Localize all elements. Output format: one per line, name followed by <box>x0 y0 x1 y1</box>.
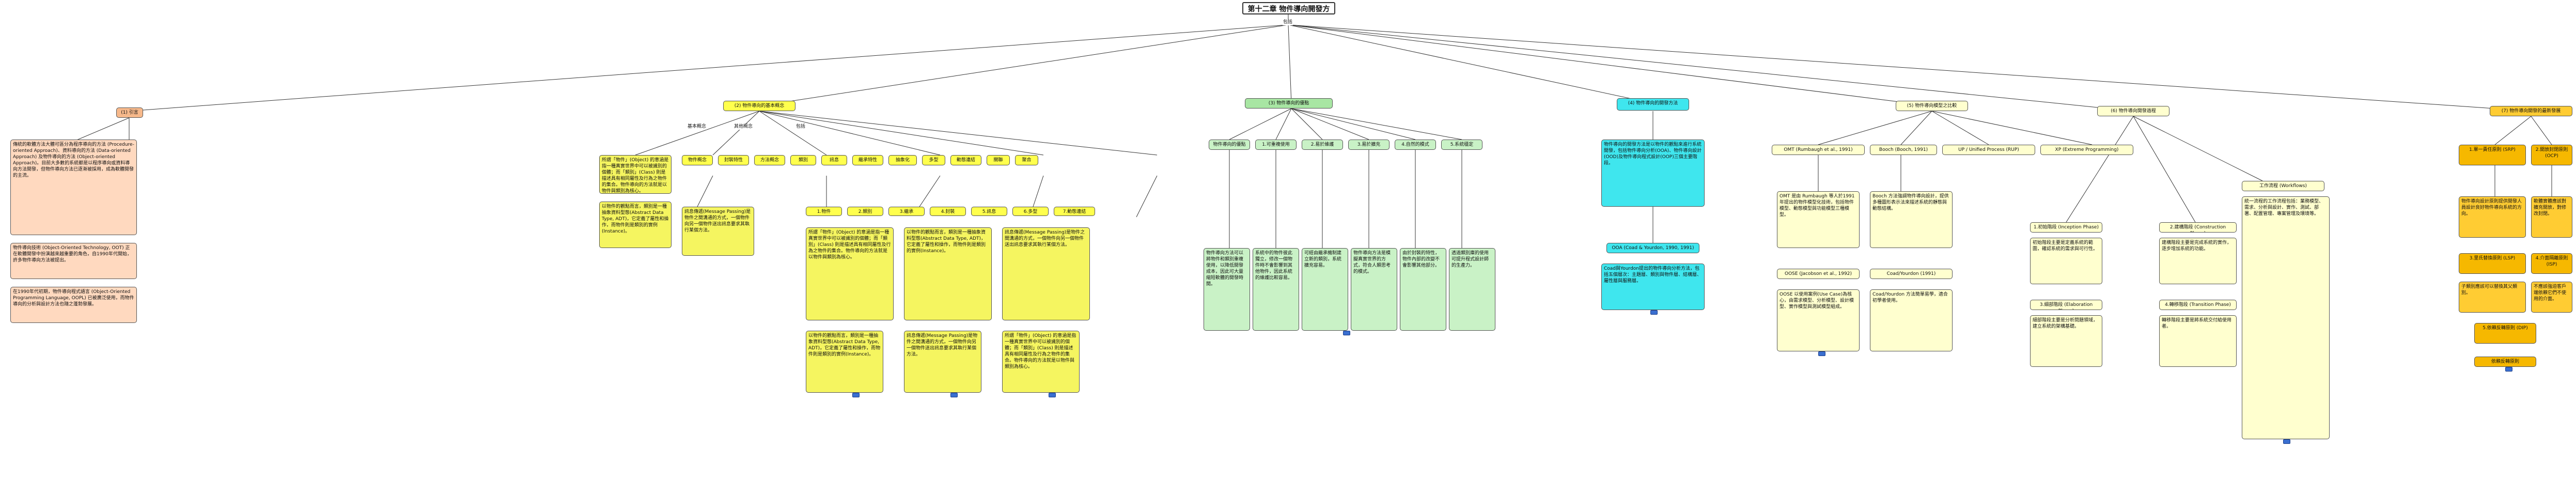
principle-isp-desc: 不應該強迫客戶端依賴它們不使用的介面。 <box>2531 282 2572 313</box>
model-node-up[interactable]: UP / Unified Process (RUP) <box>1942 145 2035 155</box>
principle-node-isp[interactable]: 4.介面隔離原則 (ISP) <box>2531 253 2572 274</box>
concept-node-inheritance[interactable]: 繼承特性 <box>852 155 883 165</box>
process-node-elaboration[interactable]: 3.細部階段 (Elaboration Phase) <box>2030 300 2102 310</box>
hub-label: 包括 <box>1283 20 1293 25</box>
methods-ooa-node[interactable]: OOA (Coad & Yourdon, 1990, 1991) <box>1606 243 1699 253</box>
concepts-label-basic: 基本概念 <box>687 124 707 130</box>
intro-oot-note: 物件導向技術 (Object-Oriented Technology, OOT)… <box>10 243 137 279</box>
process-elaboration-desc: 細部階段主要是分析問題領域，建立系統的架構基礎。 <box>2030 315 2102 367</box>
intro-oopl-note: 在1990年代初期，物件導向程式語言 (Object-Oriented Prog… <box>10 287 137 323</box>
link-icon[interactable] <box>1343 331 1350 335</box>
model-omt-desc: OMT 是由 Rumbaugh 等人於1991年提出的物件模型化技術，包括物件模… <box>1777 191 1860 248</box>
process-node-transition[interactable]: 4.轉移階段 (Transition Phase) <box>2159 300 2237 310</box>
concept-binding-detail: 所謂「物件」(Object) 的意涵是指一種真實世界中可以被識別的個體；而「類別… <box>1002 331 1080 393</box>
concepts-label-include: 包括 <box>795 124 806 130</box>
advantage-node-1[interactable]: 1.可重複使用 <box>1255 140 1297 150</box>
concept-item-7[interactable]: 7.動態連結 <box>1054 207 1095 216</box>
concept-item-5[interactable]: 5.訊息 <box>971 207 1007 216</box>
advantage-desc-1: 物件導向方法可以將物件和類別重複使用，以降低開發成本，因此可大量縮短軟體的開發時… <box>1204 248 1250 331</box>
concept-message-desc: 訊息傳遞(Message Passing)是物件之間溝通的方式，一個物件向另一個… <box>682 207 754 256</box>
link-icon[interactable] <box>1818 351 1825 356</box>
advantage-node-3[interactable]: 3.易於擴充 <box>1348 140 1390 150</box>
concept-item-4[interactable]: 4.封裝 <box>930 207 966 216</box>
process-node-workflows[interactable]: 工作流程 (Workflows) <box>2242 181 2324 191</box>
advantage-desc-2: 系統中的物件彼此獨立，修改一個物件時不會影響到其他物件，因此系統的維護比較容易。 <box>1253 248 1299 331</box>
process-workflows-desc: 統一流程的工作流程包括：業務模型、需求、分析與設計、實作、測試、部署、配置管理、… <box>2242 196 2330 439</box>
model-coad-desc: Coad/Yourdon 方法簡單易學，適合初學者使用。 <box>1870 289 1953 351</box>
model-node-oose[interactable]: OOSE (Jacobson et al., 1992) <box>1777 269 1860 279</box>
advantage-desc-5: 由於封裝的特性，物件內部的改變不會影響其他部分。 <box>1400 248 1446 331</box>
principle-node-lsp[interactable]: 3.里氏替換原則 (LSP) <box>2459 253 2526 274</box>
section-models-title[interactable]: (5) 物件導向模型之比較 <box>1896 101 1968 111</box>
principle-node-srp[interactable]: 1.單一責任原則 (SRP) <box>2459 145 2526 165</box>
concept-node-class[interactable]: 類別 <box>790 155 816 165</box>
advantage-desc-3: 可經由繼承機制建立新的類別，系統擴充容易。 <box>1302 248 1348 331</box>
principle-ocp-desc: 軟體實體應該對擴充開放，對修改封閉。 <box>2531 196 2572 238</box>
advantage-desc-6: 透過類別庫的使用可提升程式設計師的生產力。 <box>1449 248 1495 331</box>
concept-object-desc: 所謂「物件」(Object) 的意涵是指一種真實世界中可以被識別的個體；而「類別… <box>599 155 672 194</box>
concept-item-2[interactable]: 2.類別 <box>847 207 883 216</box>
section-process-title[interactable]: (6) 物件導向開發過程 <box>2097 106 2169 116</box>
intro-description: 傳統的軟體方法大體可區分為程序導向的方法 (Procedure-oriented… <box>10 140 137 235</box>
link-icon[interactable] <box>2283 439 2290 444</box>
process-transition-desc: 轉移階段主要是將系統交付給使用者。 <box>2159 315 2237 367</box>
concept-item-1[interactable]: 1.物件 <box>806 207 842 216</box>
concept-node-aggregation[interactable]: 聚合 <box>1015 155 1038 165</box>
principle-srp-desc: 物件導向設計原則提供開發人員設計良好物件導向系統的方向。 <box>2459 196 2526 238</box>
page-title: 第十二章 物件導向開發方法 <box>1242 2 1335 14</box>
concept-polymorphism-detail: 訊息傳遞(Message Passing)是物件之間溝通的方式，一個物件向另一個… <box>904 331 981 393</box>
model-booch-desc: Booch 方法強調物件導向設計，提供多種圖形表示法來描述系統的靜態與動態結構。 <box>1870 191 1953 248</box>
process-inception-desc: 初始階段主要是定義系統的範圍，確認系統的需求與可行性。 <box>2030 238 2102 284</box>
concept-node-association[interactable]: 關聯 <box>987 155 1010 165</box>
process-construction-desc: 建構階段主要是完成系統的實作，逐步增加系統的功能。 <box>2159 238 2237 284</box>
concept-node-encapsulation[interactable]: 封裝特性 <box>718 155 749 165</box>
process-node-inception[interactable]: 1.初始階段 (Inception Phase) <box>2030 222 2102 233</box>
model-node-booch[interactable]: Booch (Booch, 1991) <box>1870 145 1937 155</box>
model-node-coad[interactable]: Coad/Yourdon (1991) <box>1870 269 1953 279</box>
advantage-node-5[interactable]: 5.系統穩定 <box>1441 140 1482 150</box>
principle-node-ocp[interactable]: 2.開放封閉原則 (OCP) <box>2531 145 2572 165</box>
section-latest-title[interactable]: (7) 物件導向開發的最新發展 <box>2490 106 2572 116</box>
section-concepts-title[interactable]: (2) 物件導向的基本概念 <box>723 101 795 111</box>
concept-item-3[interactable]: 3.繼承 <box>888 207 925 216</box>
concept-node-object[interactable]: 物件概念 <box>682 155 713 165</box>
process-node-construction[interactable]: 2.建構階段 (Construction Phase) <box>2159 222 2237 233</box>
section-intro-title[interactable]: (1) 引言 <box>116 107 143 118</box>
concept-class-detail: 以物件的觀點而言，類別是一種抽象資料型態(Abstract Data Type,… <box>904 227 992 320</box>
model-node-omt[interactable]: OMT (Rumbaugh et al., 1991) <box>1772 145 1865 155</box>
principle-lsp-desc: 子類別應該可以替換其父類別。 <box>2459 282 2526 313</box>
advantage-node-0[interactable]: 物件導向的優點 <box>1209 140 1250 150</box>
concept-node-polymorphism[interactable]: 多型 <box>922 155 945 165</box>
model-node-xp[interactable]: XP (Extreme Programming) <box>2040 145 2133 155</box>
section-methods-title[interactable]: (4) 物件導向的開發方法 <box>1617 98 1689 111</box>
advantage-node-2[interactable]: 2.易於維護 <box>1302 140 1343 150</box>
advantage-node-4[interactable]: 4.自然的模式 <box>1395 140 1436 150</box>
concept-node-binding[interactable]: 動態連結 <box>950 155 981 165</box>
advantage-desc-4: 物件導向方法是模擬真實世界的方式，符合人類思考的模式。 <box>1351 248 1397 331</box>
section-advantages-title[interactable]: (3) 物件導向的優點 <box>1245 98 1333 109</box>
concept-item-6[interactable]: 6.多型 <box>1012 207 1049 216</box>
model-oose-desc: OOSE 以使用案例(Use Case)為核心，由需求模型、分析模型、設計模型、… <box>1777 289 1860 351</box>
concept-node-method[interactable]: 方法概念 <box>754 155 785 165</box>
link-icon[interactable] <box>950 393 958 397</box>
principle-node-dip[interactable]: 5.依賴反轉原則 (DIP) <box>2474 323 2536 344</box>
concept-class-desc: 以物件的觀點而言，類別是一種抽象資料型態(Abstract Data Type,… <box>599 202 672 248</box>
concept-node-abstraction[interactable]: 抽象化 <box>888 155 917 165</box>
link-icon[interactable] <box>1650 310 1658 315</box>
concepts-label-other: 其他概念 <box>733 124 754 130</box>
methods-ooa-desc: Coad與Yourdon提出的物件導向分析方法，包括五個層次：主題層、類別與物件… <box>1601 264 1705 310</box>
principle-dip-desc: 依賴反轉原則 <box>2474 357 2536 367</box>
link-icon[interactable] <box>852 393 860 397</box>
link-icon[interactable] <box>2505 367 2512 372</box>
concept-node-message[interactable]: 訊息 <box>821 155 847 165</box>
concept-inheritance-detail: 以物件的觀點而言，類別是一種抽象資料型態(Abstract Data Type,… <box>806 331 883 393</box>
concept-object-detail: 所謂「物件」(Object) 的意涵是指一種真實世界中可以被識別的個體；而「類別… <box>806 227 894 320</box>
concept-message-detail: 訊息傳遞(Message Passing)是物件之間溝通的方式，一個物件向另一個… <box>1002 227 1090 320</box>
methods-description: 物件導向的開發方法是以物件的觀點來進行系統開發，包括物件導向分析(OOA)、物件… <box>1601 140 1705 207</box>
link-icon[interactable] <box>1049 393 1056 397</box>
